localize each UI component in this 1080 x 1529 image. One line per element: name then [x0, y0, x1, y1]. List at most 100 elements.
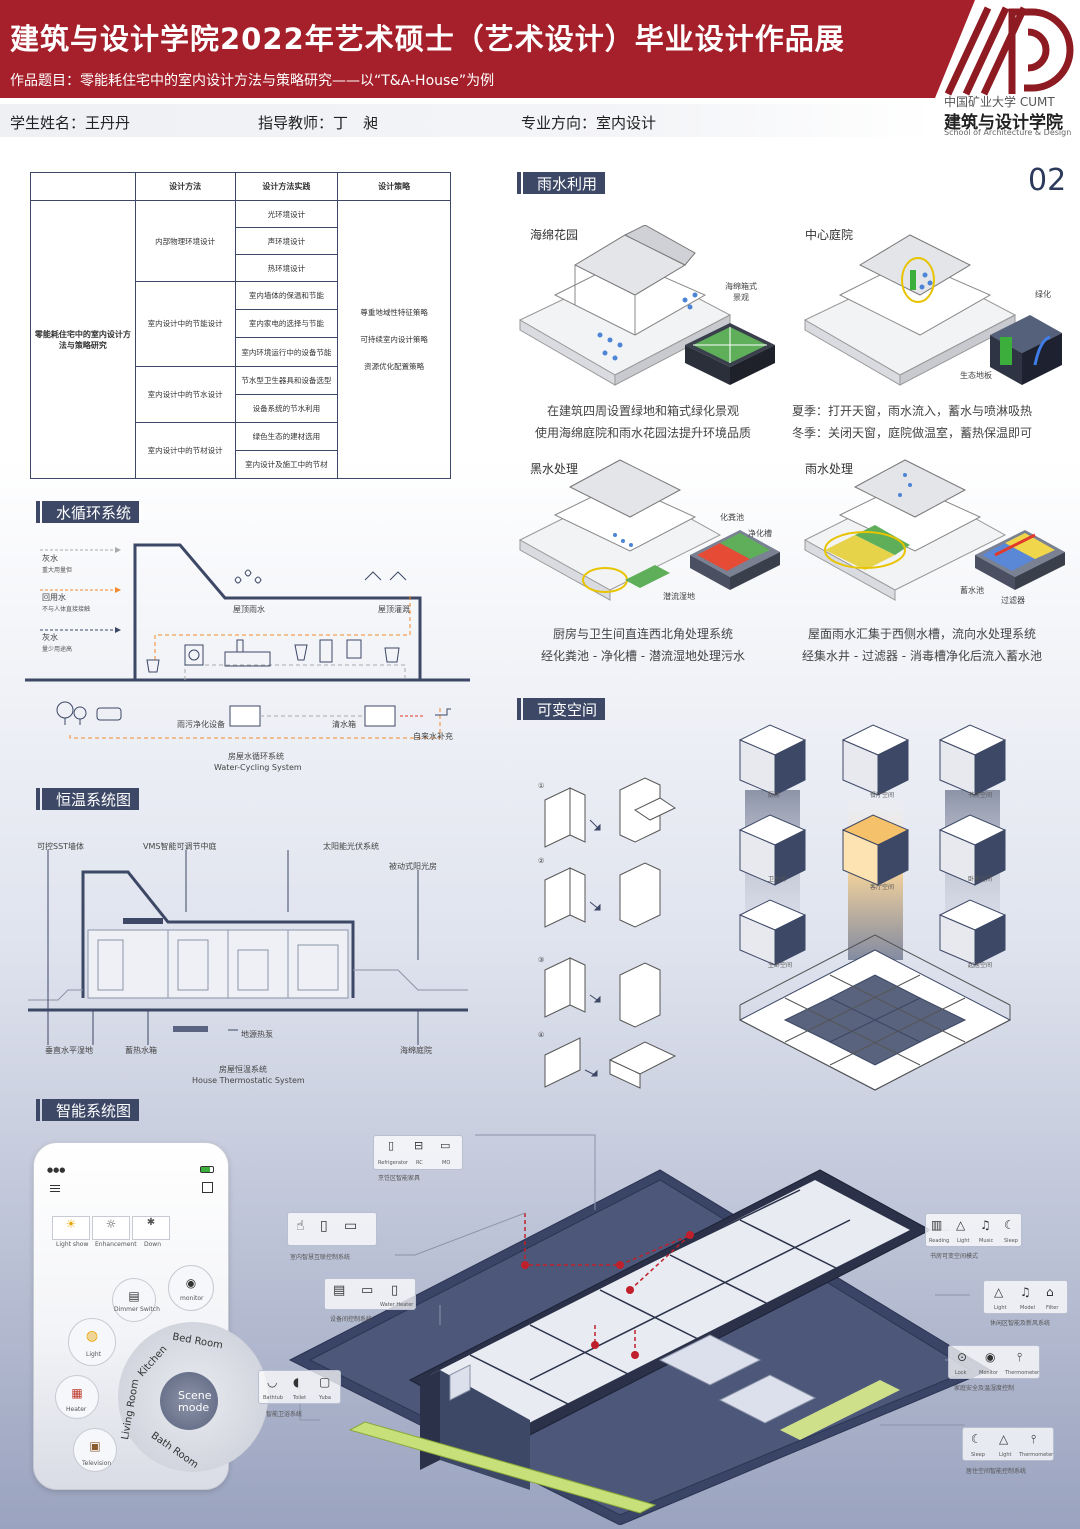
smart-caption: 居住空间智能控制系统: [966, 1468, 1027, 1475]
page-number: 02: [1028, 163, 1067, 198]
rain-caption: 在建筑四周设置绿地和箱式绿化景观: [546, 404, 739, 418]
light-icon: △: [999, 1432, 1009, 1446]
mode-light-show-button[interactable]: ☀: [52, 1216, 90, 1240]
light-icon: △: [994, 1285, 1004, 1299]
strategy: 资源优化配置策略: [364, 362, 425, 372]
thermometer-icon: ⫯: [1017, 1350, 1023, 1364]
school-name-english: School of Architecture & Design: [944, 128, 1072, 137]
smart-caption: 书房可变空间模式: [930, 1253, 979, 1260]
central-courtyard-diagram: [803, 234, 1062, 386]
device-label: Monitor: [979, 1370, 999, 1376]
device-label: Thermometer: [1019, 1452, 1054, 1458]
heater-button[interactable]: ▦: [55, 1375, 99, 1419]
table-practice: 节水型卫生器具和设备选型: [234, 365, 339, 395]
thermo-caption-en: House Thermostatic System: [192, 1076, 305, 1085]
sleep-icon: ☾: [971, 1432, 982, 1446]
music-icon: ♫: [1020, 1285, 1031, 1299]
smart-caption: 家庭安全及温湿度控制: [954, 1385, 1015, 1392]
room-label: 厨房: [768, 792, 781, 799]
label-tap-supply: 自来水补充: [413, 732, 453, 741]
room-label: 主卧空间: [768, 962, 793, 969]
light-icon: △: [956, 1218, 966, 1232]
device-label: Light: [957, 1238, 970, 1244]
rain-caption: 经集水井 - 过滤器 - 消毒槽净化后流入蓄水池: [802, 649, 1042, 663]
label-roof-rain: 屋顶雨水: [233, 605, 265, 614]
thermo-label: 被动式阳光房: [389, 862, 437, 871]
table-header: 设计方法: [134, 171, 236, 202]
legend-reuse-desc: 不与人体直接接触: [42, 606, 91, 613]
furniture-transformation-diagrams: [544, 777, 677, 1089]
section-title-variable: 可变空间: [516, 698, 606, 720]
device-label: Sleep: [1004, 1238, 1018, 1244]
mode-enhancement-button[interactable]: ☼: [92, 1216, 130, 1240]
television-button[interactable]: ▣: [73, 1428, 117, 1472]
device-label: Refrigerator: [378, 1160, 408, 1166]
callout-sponge-box: 海绵箱式 景观: [725, 282, 757, 302]
smart-caption: 智能卫浴系统: [266, 1411, 303, 1418]
smart-caption: 休闲区智能及新风系统: [990, 1320, 1051, 1327]
light-button[interactable]: ◍: [68, 1318, 116, 1366]
rain-caption: 使用海绵庭院和雨水花园法提升环境品质: [534, 426, 751, 440]
callout-purifier: 净化槽: [748, 529, 772, 538]
table-practice: 室内设计及施工中的节材: [234, 449, 339, 480]
rain-caption: 屋面雨水汇集于西侧水槽，流向水处理系统: [807, 627, 1036, 641]
refrigerator-icon: ▯: [388, 1139, 395, 1152]
yuba-icon: ▢: [319, 1375, 331, 1389]
dimmer-switch-button[interactable]: ▤: [112, 1278, 156, 1322]
thermo-label: 太阳能光伏系统: [323, 842, 379, 851]
computer-icon: ▭: [344, 1218, 358, 1234]
teacher-name: 指导教师：丁 昶: [258, 114, 379, 132]
callout-eco-floor: 生态地板: [960, 371, 992, 380]
device-label: Yuba: [319, 1395, 331, 1401]
battery-icon: [200, 1166, 214, 1173]
rain-caption: 厨房与卫生间直连西北角处理系统: [552, 627, 733, 641]
callout-storage-tank: 蓄水池: [960, 586, 984, 595]
table-practice: 室内环境运行中的设备节能: [234, 337, 339, 367]
water-cycle-diagram: [25, 543, 470, 739]
table-header: 设计策略: [337, 171, 451, 202]
monitor-button[interactable]: ◉: [168, 1265, 214, 1311]
step-marker: ③: [538, 956, 545, 964]
poster-title: 建筑与设计学院2022年艺术硕士（艺术设计）毕业设计作品展: [10, 22, 845, 56]
bathroom-panel: ◡ ◖ ▢ Bathtub Toilet Yuba: [258, 1370, 341, 1404]
mode-down-button[interactable]: ✱: [132, 1216, 170, 1240]
scene-mode-button[interactable]: [160, 1372, 218, 1430]
major: 专业方向：室内设计: [521, 114, 657, 132]
callout-wetland: 潜流湿地: [663, 592, 695, 601]
table-practice: 声环境设计: [234, 227, 339, 256]
legend-greywater-2: 灰水: [42, 633, 58, 642]
touch-icon: ☝: [296, 1218, 305, 1234]
strategy: 尊重地域性特征策略: [360, 308, 428, 318]
thermostatic-diagram: [28, 850, 468, 1045]
edit-icon[interactable]: [202, 1182, 213, 1193]
menu-icon[interactable]: [50, 1185, 60, 1186]
sponge-garden-diagram: [518, 225, 775, 386]
water-heater-icon: ▯: [391, 1283, 399, 1298]
scene-label-2: mode: [178, 1401, 210, 1414]
room-label: 客厅空间: [870, 884, 895, 891]
toilet-icon: ◖: [293, 1375, 300, 1389]
table-corner: [30, 171, 136, 202]
device-label: Reading: [929, 1238, 950, 1244]
rain-panel-title: 雨水处理: [805, 462, 854, 476]
rc-icon: ⊟: [414, 1139, 424, 1152]
table-method: 室内设计中的节水设计: [134, 365, 236, 423]
smart-caption: 设备间控制系统: [330, 1316, 373, 1323]
filter-icon: ⌂: [1046, 1285, 1054, 1299]
label-roof-irrigation: 屋顶灌溉: [378, 605, 410, 614]
table-practice: 设备系统的节水利用: [234, 393, 339, 423]
section-title-rain: 雨水利用: [516, 172, 606, 194]
step-marker: ②: [538, 857, 545, 865]
table-method: 室内设计中的节能设计: [134, 281, 236, 367]
step-marker: ①: [538, 782, 545, 790]
air-conditioner-icon: ▭: [361, 1283, 374, 1298]
label-purifier: 雨污净化设备: [177, 720, 225, 729]
thermo-label: 地源热泵: [241, 1030, 273, 1039]
tv-label: Television: [82, 1460, 112, 1467]
device-label: Model: [1020, 1305, 1036, 1311]
mode-label: Enhancement: [95, 1241, 137, 1248]
room-label: 书房空间: [968, 792, 993, 799]
interior-control-panel: ☝ ▯ ▭: [287, 1212, 377, 1246]
mode-label: Light show: [56, 1241, 89, 1248]
sleep-icon: ☾: [1004, 1218, 1015, 1232]
